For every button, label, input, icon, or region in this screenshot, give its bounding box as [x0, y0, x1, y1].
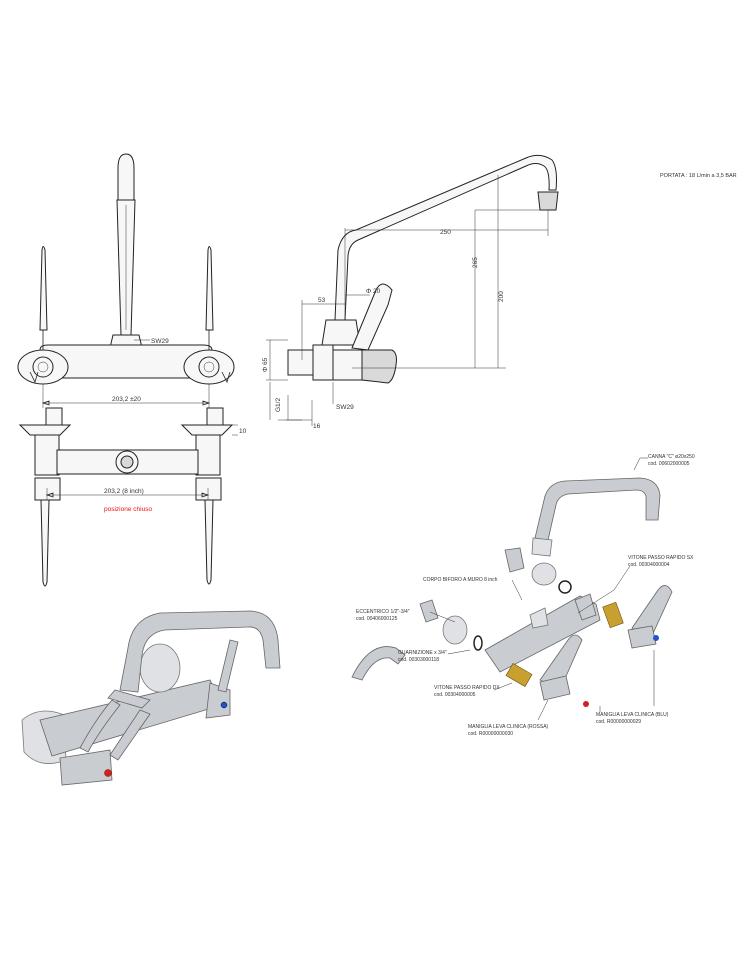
- top-dim-203-inch: 203,2 (8 inch): [104, 488, 144, 495]
- flow-rate-note: PORTATA : 18 L/min a 3,5 BAR: [660, 173, 737, 179]
- part-0-code: cod. 00602000005: [648, 461, 690, 467]
- exploded-view: [351, 457, 673, 721]
- part-3-name: ECCENTRICO 1/2"-3/4": [356, 609, 410, 615]
- part-0-name: CANNA "C" ø20x250: [648, 454, 695, 460]
- part-7-code: cod. R00000000029: [596, 719, 641, 725]
- part-2-name: CORPO BIFORO A MURO 8 inch: [423, 577, 498, 583]
- part-1-code: cod. 00304000004: [628, 562, 670, 568]
- front-view-drawing: [17, 153, 235, 408]
- faucet-3d-render: [21, 610, 281, 786]
- front-wrench-label: SW29: [151, 338, 169, 345]
- side-dim-53: 53: [318, 297, 326, 304]
- part-3-code: cod. 00406000125: [356, 616, 398, 622]
- side-dim-200: 200: [498, 291, 505, 302]
- part-7-name: MANIGLIA LEVA CLINICA (BLU): [596, 712, 669, 718]
- front-dim-203-tol: 203,2 ±20: [112, 396, 141, 403]
- part-1-name: VITONE PASSO RAPIDO SX: [628, 555, 694, 561]
- part-6-code: cod. R00000000030: [468, 731, 513, 737]
- top-view-drawing: [18, 407, 238, 587]
- top-dim-10: 10: [239, 428, 247, 435]
- side-dim-phi20: Φ 20: [366, 288, 381, 295]
- side-dim-250: 250: [440, 229, 451, 236]
- part-4-code: cod. 00303000118: [398, 657, 439, 663]
- side-dim-16: 16: [313, 423, 321, 430]
- part-4-name: GUARNIZIONE x 3/4": [398, 650, 447, 656]
- part-5-code: cod. 00304000005: [434, 692, 476, 698]
- closed-position-note: posizione chiuso: [104, 506, 152, 513]
- side-dim-265: 265: [472, 257, 479, 268]
- part-6-name: MANIGLIA LEVA CLINICA (ROSSA): [468, 724, 549, 730]
- side-dim-phi65: Φ 65: [262, 357, 269, 372]
- side-dim-g12: G1/2: [275, 398, 282, 412]
- side-wrench-label: SW29: [336, 404, 354, 411]
- side-view-drawing: [266, 154, 559, 426]
- part-5-name: VITONE PASSO RAPIDO DX: [434, 685, 500, 691]
